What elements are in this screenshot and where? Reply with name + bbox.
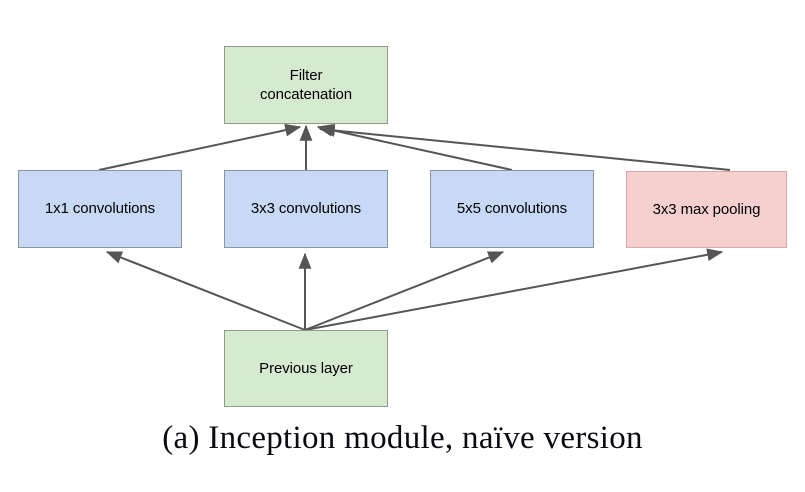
figure-caption: (a) Inception module, naïve version — [162, 420, 643, 456]
edge-conv5x5-to-concat — [316, 123, 513, 171]
node-filter-concatenation-label: Filter concatenation — [259, 66, 353, 103]
node-conv-1x1-label: 1x1 convolutions — [44, 200, 156, 218]
node-max-pool-3x3[interactable]: 3x3 max pooling — [626, 171, 787, 248]
edge-conv1x1-to-concat — [98, 123, 302, 171]
node-conv-3x3-label: 3x3 convolutions — [250, 200, 362, 218]
node-conv-3x3[interactable]: 3x3 convolutions — [224, 170, 388, 248]
node-previous-layer[interactable]: Previous layer — [224, 330, 388, 407]
edge-previous-to-conv5x5 — [304, 251, 505, 331]
edge-previous-to-maxpool — [304, 248, 724, 331]
node-conv-5x5-label: 5x5 convolutions — [456, 200, 568, 218]
edge-maxpool-to-concat — [318, 124, 731, 171]
node-previous-layer-label: Previous layer — [259, 359, 353, 377]
edge-previous-to-conv1x1 — [105, 251, 306, 331]
node-filter-concatenation[interactable]: Filter concatenation — [224, 46, 388, 124]
node-conv-5x5[interactable]: 5x5 convolutions — [430, 170, 594, 248]
node-conv-1x1[interactable]: 1x1 convolutions — [18, 170, 182, 248]
node-max-pool-3x3-label: 3x3 max pooling — [652, 200, 761, 218]
